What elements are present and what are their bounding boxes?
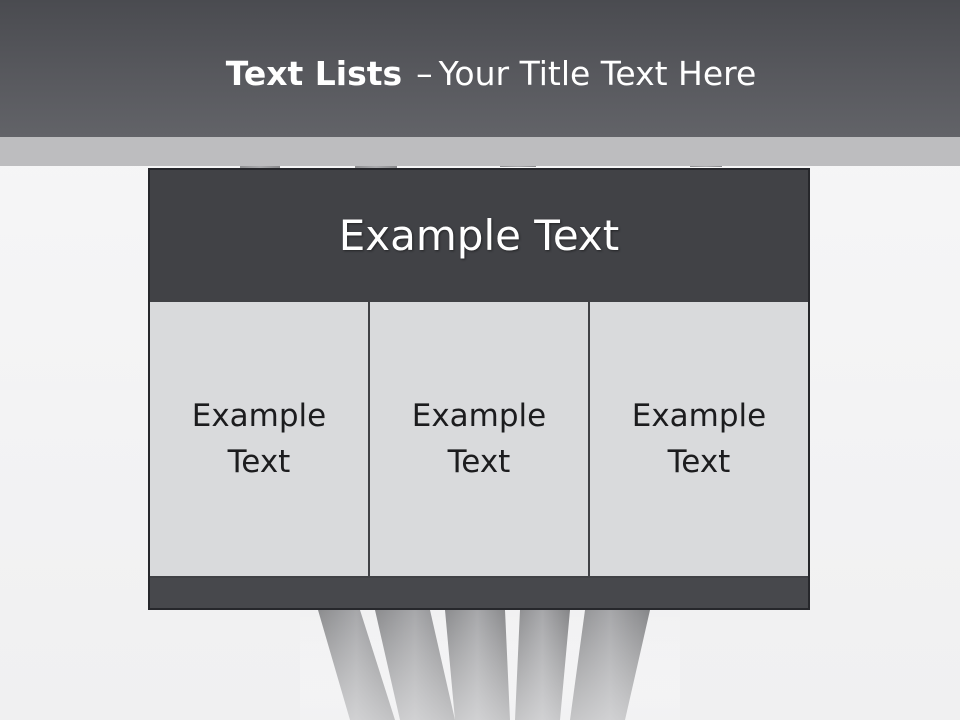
title-underline-strip — [0, 137, 960, 166]
column-1-text: Example Text — [191, 398, 327, 480]
table-column-1[interactable]: Example Text — [150, 302, 368, 576]
title-rest-part: Your Title Text Here — [438, 54, 757, 93]
table-column-3[interactable]: Example Text — [590, 302, 808, 576]
title-bold-part: Text Lists — [225, 54, 403, 93]
title-bar — [0, 0, 960, 137]
table-header-text: Example Text — [338, 210, 620, 260]
table-column-2[interactable]: Example Text — [370, 302, 588, 576]
table-footer-bar — [150, 578, 808, 608]
slide-title[interactable]: Text Lists–Your Title Text Here — [0, 52, 960, 96]
text-list-table: Example Text Example Text Example Text E… — [148, 168, 810, 610]
column-3-text: Example Text — [631, 398, 767, 480]
table-header-cell[interactable]: Example Text — [150, 170, 808, 300]
column-2-text: Example Text — [411, 398, 547, 480]
title-separator: – — [416, 54, 433, 93]
